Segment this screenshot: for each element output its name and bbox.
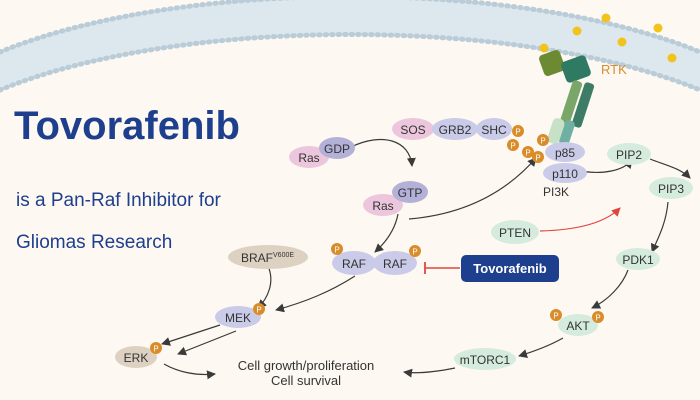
node-pdk1: PDK1	[616, 248, 660, 270]
phospho-badge: P	[537, 134, 549, 146]
node-pten: PTEN	[491, 220, 539, 244]
arrow-pten-to-pip	[539, 207, 621, 232]
node-shc: SHC	[476, 118, 512, 140]
arrow-erk-to-outcome	[163, 363, 216, 380]
svg-text:PDK1: PDK1	[622, 253, 654, 267]
node-ras-gtp: Ras	[363, 194, 403, 216]
svg-text:P: P	[553, 312, 558, 321]
node-akt: AKT	[558, 314, 598, 336]
arrow-akt-to-mtorc1	[518, 337, 564, 358]
svg-text:PIP2: PIP2	[616, 148, 642, 162]
svg-text:P: P	[525, 149, 530, 158]
arrow-pip2-to-pip3	[649, 158, 691, 179]
svg-text:GRB2: GRB2	[439, 123, 472, 137]
svg-text:Ras: Ras	[372, 199, 393, 213]
subtitle-line-1: is a Pan-Raf Inhibitor for	[16, 190, 221, 211]
svg-text:RAF: RAF	[383, 257, 407, 271]
node-gdp: GDP	[319, 137, 355, 159]
ligand-dots	[539, 13, 677, 63]
arrow-mek-to-erk-b	[177, 330, 237, 356]
rtk-receptor	[539, 50, 595, 146]
svg-text:PTEN: PTEN	[499, 226, 531, 240]
svg-text:GTP: GTP	[398, 186, 423, 200]
arrow-ras-to-raf	[374, 213, 399, 253]
outcome-line-1: Cell growth/proliferation	[238, 358, 375, 373]
svg-text:P: P	[535, 154, 540, 163]
arrow-mek-to-erk-a	[161, 324, 221, 346]
svg-text:AKT: AKT	[566, 319, 590, 333]
svg-text:P: P	[540, 137, 545, 146]
svg-text:Tovorafenib: Tovorafenib	[473, 261, 546, 276]
phospho-badge: P	[507, 139, 519, 151]
node-mek: MEK	[215, 306, 261, 328]
phospho-badge: P	[409, 245, 421, 257]
phospho-badge: P	[512, 125, 524, 137]
svg-text:SHC: SHC	[481, 123, 507, 137]
cell-membrane	[0, 0, 700, 93]
node-mtorc1: mTORC1	[454, 348, 516, 370]
node-pip2: PIP2	[607, 143, 651, 165]
phospho-badge: P	[331, 243, 343, 255]
rtk-label: RTK	[601, 62, 627, 77]
svg-text:BRAFV600E: BRAFV600E	[241, 251, 294, 265]
arrow-pip3-to-pdk1	[651, 201, 669, 253]
node-p85: p85	[545, 142, 585, 162]
node-raf-1: RAF	[332, 251, 376, 275]
node-braf: BRAFV600E	[228, 245, 308, 269]
phospho-badge: P	[550, 309, 562, 321]
inhibition-line	[424, 262, 460, 274]
svg-text:P: P	[412, 248, 417, 257]
arrow-braf-to-mek	[257, 265, 272, 309]
svg-text:P: P	[153, 345, 158, 354]
node-erk: ERK	[115, 346, 157, 368]
outcome-line-2: Cell survival	[271, 373, 341, 388]
node-p110: p110	[543, 163, 587, 183]
svg-text:p85: p85	[555, 146, 575, 160]
arrow-mtorc1-to-outcome	[403, 367, 456, 378]
svg-text:PIP3: PIP3	[658, 182, 684, 196]
svg-text:GDP: GDP	[324, 142, 350, 156]
svg-text:ERK: ERK	[124, 351, 149, 365]
node-sos: SOS	[392, 118, 434, 140]
node-grb2: GRB2	[432, 118, 478, 140]
phospho-badge: P	[253, 303, 265, 315]
node-tovorafenib: Tovorafenib	[461, 255, 559, 282]
node-ras-gdp: Ras	[289, 146, 329, 168]
node-pip3: PIP3	[649, 177, 693, 199]
svg-text:P: P	[510, 142, 515, 151]
svg-text:P: P	[595, 314, 600, 323]
arrow-ras-to-pi3k	[408, 157, 537, 220]
svg-text:P: P	[515, 128, 520, 137]
svg-text:Ras: Ras	[298, 151, 319, 165]
svg-text:RAF: RAF	[342, 257, 366, 271]
node-raf-2: RAF	[373, 251, 417, 275]
svg-text:SOS: SOS	[400, 123, 425, 137]
phospho-badge: P	[150, 342, 162, 354]
page-title: Tovorafenib	[14, 104, 240, 148]
svg-text:P: P	[256, 306, 261, 315]
node-gtp: GTP	[392, 181, 428, 203]
svg-text:P: P	[334, 246, 339, 255]
subtitle-line-2: Gliomas Research	[16, 232, 173, 253]
svg-text:mTORC1: mTORC1	[460, 353, 511, 367]
arrow-gdp-to-gtp	[350, 138, 416, 167]
svg-text:p110: p110	[552, 167, 578, 181]
pi3k-label: PI3K	[543, 185, 569, 199]
phospho-badge: P	[532, 151, 544, 163]
phospho-badge: P	[592, 311, 604, 323]
pathway-arrows	[161, 138, 691, 380]
arrow-pdk1-to-akt	[591, 269, 629, 309]
svg-text:MEK: MEK	[225, 311, 251, 325]
phospho-badge: P	[522, 146, 534, 158]
arrow-raf-to-mek	[275, 275, 356, 313]
